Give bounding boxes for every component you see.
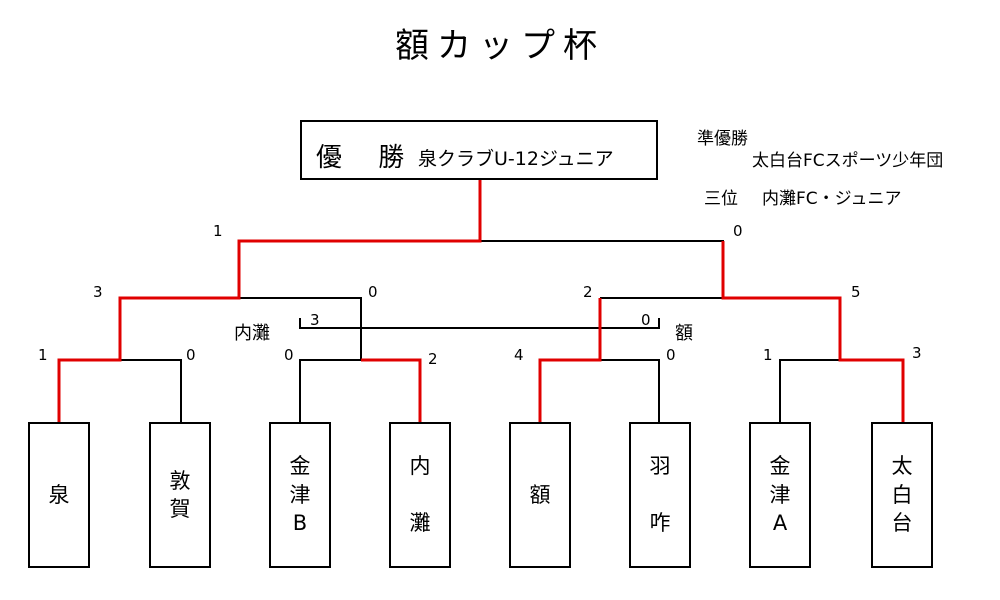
- champion-box: [300, 120, 658, 180]
- third-team: 内灘FC・ジュニア: [762, 189, 902, 209]
- page-title: 額カップ杯: [395, 26, 605, 66]
- qf2-left-line: [299, 359, 361, 422]
- team-name: 額: [529, 482, 551, 507]
- final-score-right: 0: [733, 222, 743, 240]
- team-name: 泉: [48, 482, 70, 507]
- team-box-uchinada: 内 灘: [389, 422, 451, 568]
- team-box-tsuruga: 敦 賀: [149, 422, 211, 568]
- qf3-right-line: [600, 359, 660, 422]
- r1-score-2: 0: [186, 346, 196, 364]
- sf-score-4: 5: [851, 283, 861, 301]
- third-place-line: [299, 318, 660, 329]
- team-box-hakui: 羽 咋: [629, 422, 691, 568]
- sf-score-3: 2: [583, 283, 593, 301]
- team-name: 羽 咋: [649, 454, 671, 536]
- team-box-kanazu-b: 金 津 B: [269, 422, 331, 568]
- team-box-kanazu-a: 金 津 A: [749, 422, 811, 568]
- champion-label: 優 勝: [316, 143, 419, 173]
- r1-score-4: 2: [428, 350, 438, 368]
- winner-path-nuka: [538, 298, 602, 422]
- team-box-taihakudai: 太 白 台: [871, 422, 933, 568]
- r1-score-8: 3: [912, 344, 922, 362]
- team-name: 太 白 台: [891, 454, 913, 536]
- r1-score-6: 0: [666, 346, 676, 364]
- team-box-nuka: 額: [509, 422, 571, 568]
- third-match-right-team: 額: [675, 323, 693, 344]
- r1-score-7: 1: [763, 346, 773, 364]
- third-match-right-score: 0: [641, 311, 651, 329]
- third-match-left-score: 3: [310, 311, 320, 329]
- team-name: 金 津 B: [289, 454, 311, 536]
- winner-path-taihakudai: [721, 241, 905, 422]
- qf4-left-line: [779, 359, 840, 422]
- team-name: 内 灘: [409, 454, 431, 536]
- runner-up-label: 準優勝: [697, 129, 748, 149]
- sf-score-1: 3: [93, 283, 103, 301]
- r1-score-1: 1: [38, 346, 48, 364]
- team-name: 敦 賀: [169, 468, 191, 521]
- champion-team: 泉クラブU-12ジュニア: [418, 148, 614, 170]
- qf1-right-line: [120, 359, 182, 422]
- final-score-left: 1: [213, 222, 223, 240]
- winner-path-uchinada: [361, 358, 422, 422]
- runner-up-team: 太白台FCスポーツ少年団: [752, 151, 944, 171]
- sf-score-2: 0: [368, 283, 378, 301]
- r1-score-3: 0: [284, 346, 294, 364]
- semi-left-right-line: [239, 297, 362, 360]
- third-match-left-team: 内灘: [234, 323, 270, 344]
- winner-path-izumi: [57, 180, 482, 422]
- final-line-right: [480, 240, 724, 298]
- team-name: 金 津 A: [769, 454, 791, 536]
- team-box-izumi: 泉: [28, 422, 90, 568]
- r1-score-5: 4: [514, 346, 524, 364]
- third-label: 三位: [704, 189, 738, 209]
